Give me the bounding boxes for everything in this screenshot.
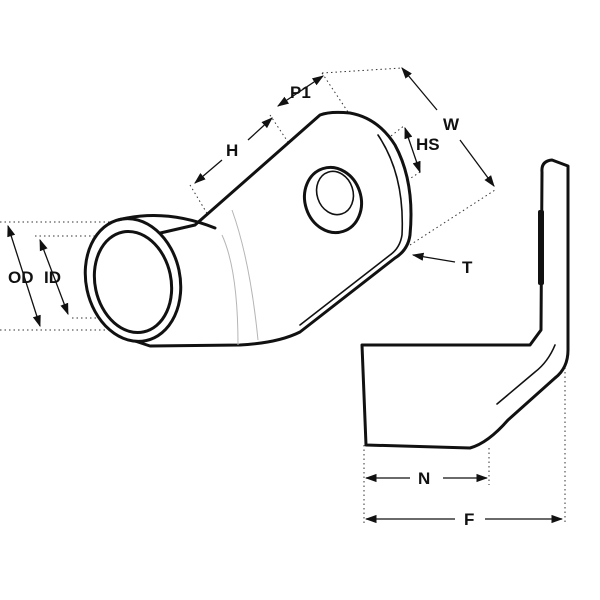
h-arrow-2 — [247, 117, 273, 141]
dimension-arrows — [7, 67, 564, 524]
label-w: W — [443, 115, 460, 134]
label-id: ID — [44, 268, 61, 287]
t-arrow — [411, 252, 456, 263]
lug-isometric-view — [83, 110, 413, 348]
stud-hole-inner — [315, 170, 355, 216]
profile-body — [360, 158, 570, 450]
hs-arrow — [404, 126, 421, 174]
label-h: H — [226, 141, 238, 160]
tongue-thickness-edge — [299, 134, 404, 326]
stud-hole — [302, 165, 364, 235]
od-arrow — [7, 224, 41, 328]
label-p1: P1 — [290, 83, 311, 102]
profile-tongue-edge — [538, 210, 544, 285]
barrel-top-edge — [116, 214, 217, 230]
label-t: T — [462, 258, 473, 277]
label-od: OD — [8, 268, 34, 287]
barrel-inner — [92, 229, 174, 335]
label-n: N — [418, 469, 430, 488]
bend-shade-2 — [231, 209, 259, 341]
id-arrow — [39, 238, 69, 316]
dimension-labels: P1 W H HS T OD ID N F — [8, 83, 474, 529]
h-arrow-1 — [194, 159, 223, 184]
profile-inner-bend — [496, 344, 556, 405]
lug-side-view — [360, 158, 570, 450]
label-f: F — [464, 510, 474, 529]
label-hs: HS — [416, 135, 440, 154]
w-arrow-2 — [459, 139, 495, 187]
p1-arrow — [277, 75, 324, 107]
bend-shade-1 — [221, 234, 239, 346]
w-arrow-1 — [401, 67, 438, 111]
